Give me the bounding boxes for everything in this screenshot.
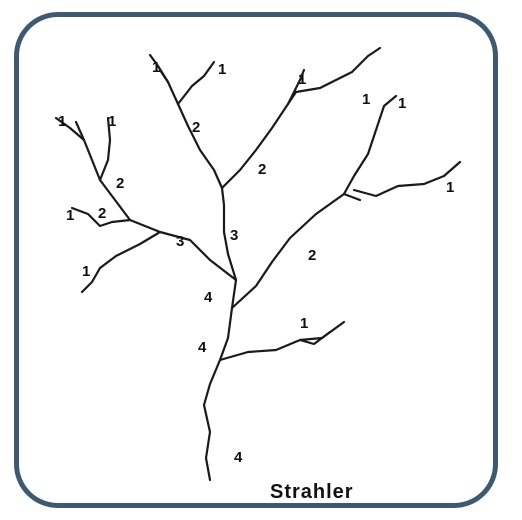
stream-branch-left-c [70, 206, 132, 228]
stream-main-channel [202, 186, 238, 482]
stream-order-label: 2 [116, 175, 124, 192]
stream-order-label: 1 [300, 315, 308, 332]
stream-order-label: 2 [98, 205, 106, 222]
stream-order-label: 1 [398, 95, 406, 112]
diagram-caption: Strahler [270, 481, 354, 503]
stream-branch-top-right-b [294, 46, 382, 94]
stream-order-label: 2 [258, 161, 266, 178]
stream-branch-top-left-a [148, 53, 170, 84]
stream-branch-top-right-a [286, 68, 306, 106]
stream-order-label: 1 [218, 61, 226, 78]
stream-order-label: 4 [204, 289, 213, 306]
stream-branch-right-b [342, 192, 362, 202]
stream-branch-right-main [230, 94, 398, 310]
stream-order-label: 1 [58, 113, 66, 130]
stream-branch-top-left-b [176, 60, 216, 106]
stream-branch-right-a [352, 160, 462, 198]
stream-order-label: 1 [446, 179, 454, 196]
stream-branch-left-main [74, 120, 238, 282]
stream-order-label: 1 [108, 113, 116, 130]
stream-lines [54, 46, 462, 482]
stream-order-label: 4 [198, 339, 207, 356]
stream-branch-left-d [80, 230, 162, 294]
stream-order-label: 4 [234, 449, 243, 466]
stream-order-label: 1 [152, 59, 160, 76]
rounded-frame [14, 12, 498, 508]
stream-order-label: 2 [192, 119, 200, 136]
stream-branch-lower-right [218, 320, 346, 362]
stream-branch-left-b [54, 116, 86, 142]
stream-branch-lower-right-tail [298, 330, 332, 346]
stream-order-label: 1 [66, 207, 74, 224]
stream-order-label: 2 [308, 247, 316, 264]
stream-branch-left-a [98, 116, 112, 182]
stream-order-label: 1 [82, 263, 90, 280]
stream-order-label: 1 [362, 91, 370, 108]
stream-order-label: 1 [298, 71, 306, 88]
stream-order-label: 3 [176, 233, 184, 250]
stream-order-label: 3 [230, 227, 238, 244]
